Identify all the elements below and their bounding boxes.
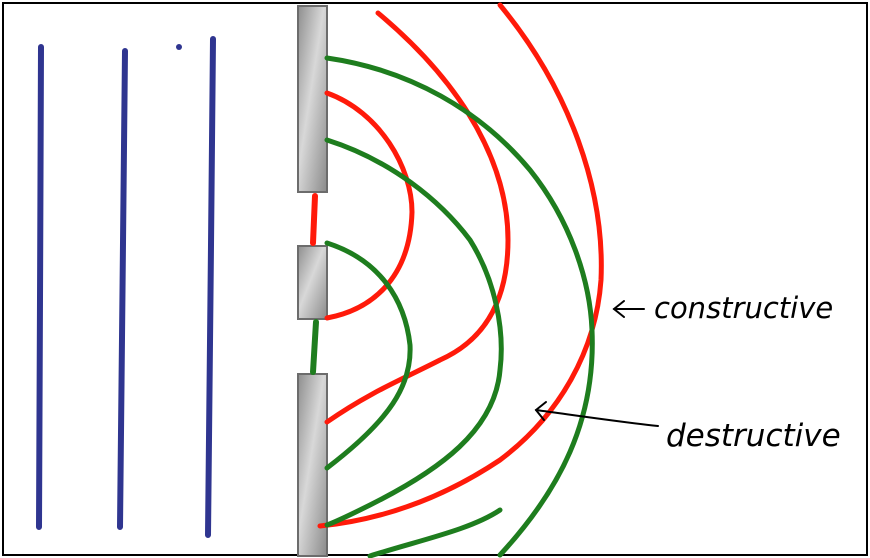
- incoming-wavefronts: [36, 36, 216, 538]
- green-arc: [324, 55, 595, 558]
- barrier-bottom-block: [297, 373, 328, 557]
- constructive-label: constructive: [654, 291, 833, 325]
- green-arc: [324, 137, 504, 528]
- constructive-annotation: constructive: [612, 291, 833, 325]
- red-arc: [324, 10, 511, 425]
- dot-mark: [176, 44, 182, 50]
- red-arc: [317, 2, 604, 529]
- barrier: [297, 5, 328, 557]
- destructive-label: destructive: [666, 418, 841, 454]
- green-arc: [324, 240, 413, 471]
- barrier-middle-block: [297, 245, 328, 320]
- incoming-wavefront: [36, 44, 44, 530]
- left-arrow-icon: [612, 300, 645, 318]
- upper-slit-mark: [310, 193, 318, 246]
- lower-slit-mark: [310, 319, 319, 375]
- destructive-annotation: destructive: [534, 401, 841, 454]
- incoming-wavefront: [117, 48, 128, 530]
- incoming-wavefront: [205, 36, 216, 538]
- left-arrow-icon: [534, 401, 659, 427]
- green-wavefronts: [324, 55, 595, 558]
- red-arc: [324, 90, 415, 321]
- barrier-top-block: [297, 5, 328, 193]
- green-arc: [367, 507, 503, 558]
